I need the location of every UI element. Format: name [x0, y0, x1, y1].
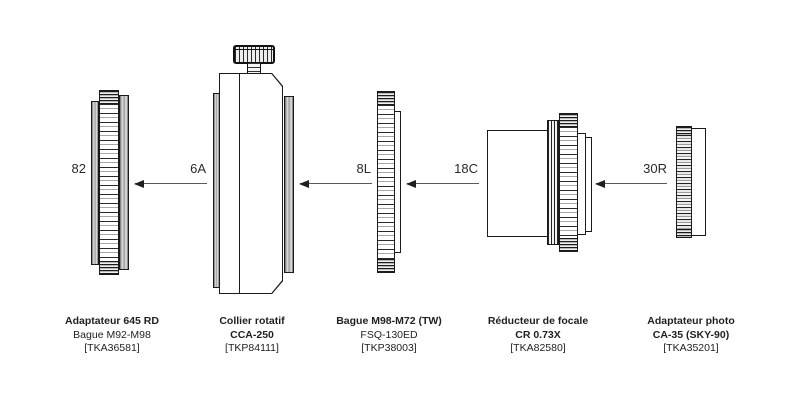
- lens-barrel: [487, 130, 548, 237]
- knurled-ring: [676, 126, 692, 238]
- marker-82: 82: [71, 161, 86, 176]
- marker-6a: 6A: [190, 161, 206, 176]
- collar-seam-line: [239, 73, 240, 294]
- knurl-cap-top: [560, 114, 577, 127]
- knurl-cap-bottom: [560, 238, 577, 251]
- part-subtitle: CA-35 (SKY-90): [652, 328, 730, 341]
- left-flange: [213, 93, 220, 288]
- part-name: Réducteur de focale: [487, 315, 589, 327]
- part-ref: [TKP38003]: [361, 342, 417, 354]
- marker-18c: 18C: [454, 161, 478, 176]
- ring-rear-lip: [394, 111, 401, 253]
- knurl-middle: [378, 105, 394, 259]
- caption-reducteur-focale: Réducteur de focale CR 0.73X [TKA82580]: [446, 315, 630, 356]
- part-ref: [TKA36581]: [84, 342, 140, 354]
- part-name: Collier rotatif: [219, 315, 285, 327]
- rear-cylinder: [691, 128, 706, 236]
- part-name: Adaptateur 645 RD: [65, 315, 159, 327]
- knurl-middle: [677, 135, 691, 229]
- part-name: Bague M98-M72 (TW): [336, 315, 442, 327]
- part-subtitle: Bague M92-M98: [73, 328, 151, 341]
- part-ref: [TKA82580]: [510, 342, 566, 354]
- ring-right-plate: [119, 95, 129, 270]
- rear-step-inner: [585, 137, 592, 232]
- knurl-cap-top: [100, 91, 118, 104]
- arrow-to-bague-m98-m72: [406, 179, 479, 188]
- part-subtitle: CR 0.73X: [515, 328, 561, 341]
- knurled-ring: [559, 113, 578, 252]
- part-name: Adaptateur photo: [647, 315, 735, 327]
- knurl-cap-bottom: [677, 229, 691, 237]
- collar-body-face: [220, 74, 282, 293]
- ring-left-plate: [91, 101, 99, 265]
- knob-cap-line: [235, 49, 273, 50]
- caption-adaptateur-photo: Adaptateur photo CA-35 (SKY-90) [TKA3520…: [599, 315, 783, 356]
- part-subtitle: CCA-250: [230, 328, 274, 341]
- knurled-ring: [99, 90, 119, 275]
- knurled-ring: [377, 91, 395, 273]
- flange-rings: [547, 120, 559, 245]
- caption-bague-m98-m72: Bague M98-M72 (TW) FSQ-130ED [TKP38003]: [297, 315, 481, 356]
- marker-30r: 30R: [643, 161, 667, 176]
- right-thread-ring: [284, 96, 294, 273]
- caption-adaptateur-645rd: Adaptateur 645 RD Bague M92-M98 [TKA3658…: [20, 315, 204, 356]
- knurl-middle: [560, 127, 577, 238]
- part-ref: [TKP84111]: [225, 342, 279, 354]
- caption-collier-rotatif: Collier rotatif CCA-250 [TKP84111]: [160, 315, 344, 356]
- knurl-cap-bottom: [378, 259, 394, 272]
- arrow-to-reducteur-focale: [595, 179, 667, 188]
- knurl-cap-bottom: [100, 261, 118, 274]
- knurl-cap-top: [378, 92, 394, 105]
- knurl-cap-top: [677, 127, 691, 135]
- collar-body: [219, 73, 283, 294]
- part-subtitle: FSQ-130ED: [360, 328, 418, 341]
- knurl-middle: [100, 104, 118, 261]
- arrow-to-collier-rotatif: [299, 179, 372, 188]
- clamp-knob: [233, 45, 275, 64]
- arrow-to-adaptateur-645rd: [134, 179, 207, 188]
- part-ref: [TKA35201]: [663, 342, 719, 354]
- knob-threaded-neck: [247, 63, 261, 74]
- marker-8l: 8L: [356, 161, 371, 176]
